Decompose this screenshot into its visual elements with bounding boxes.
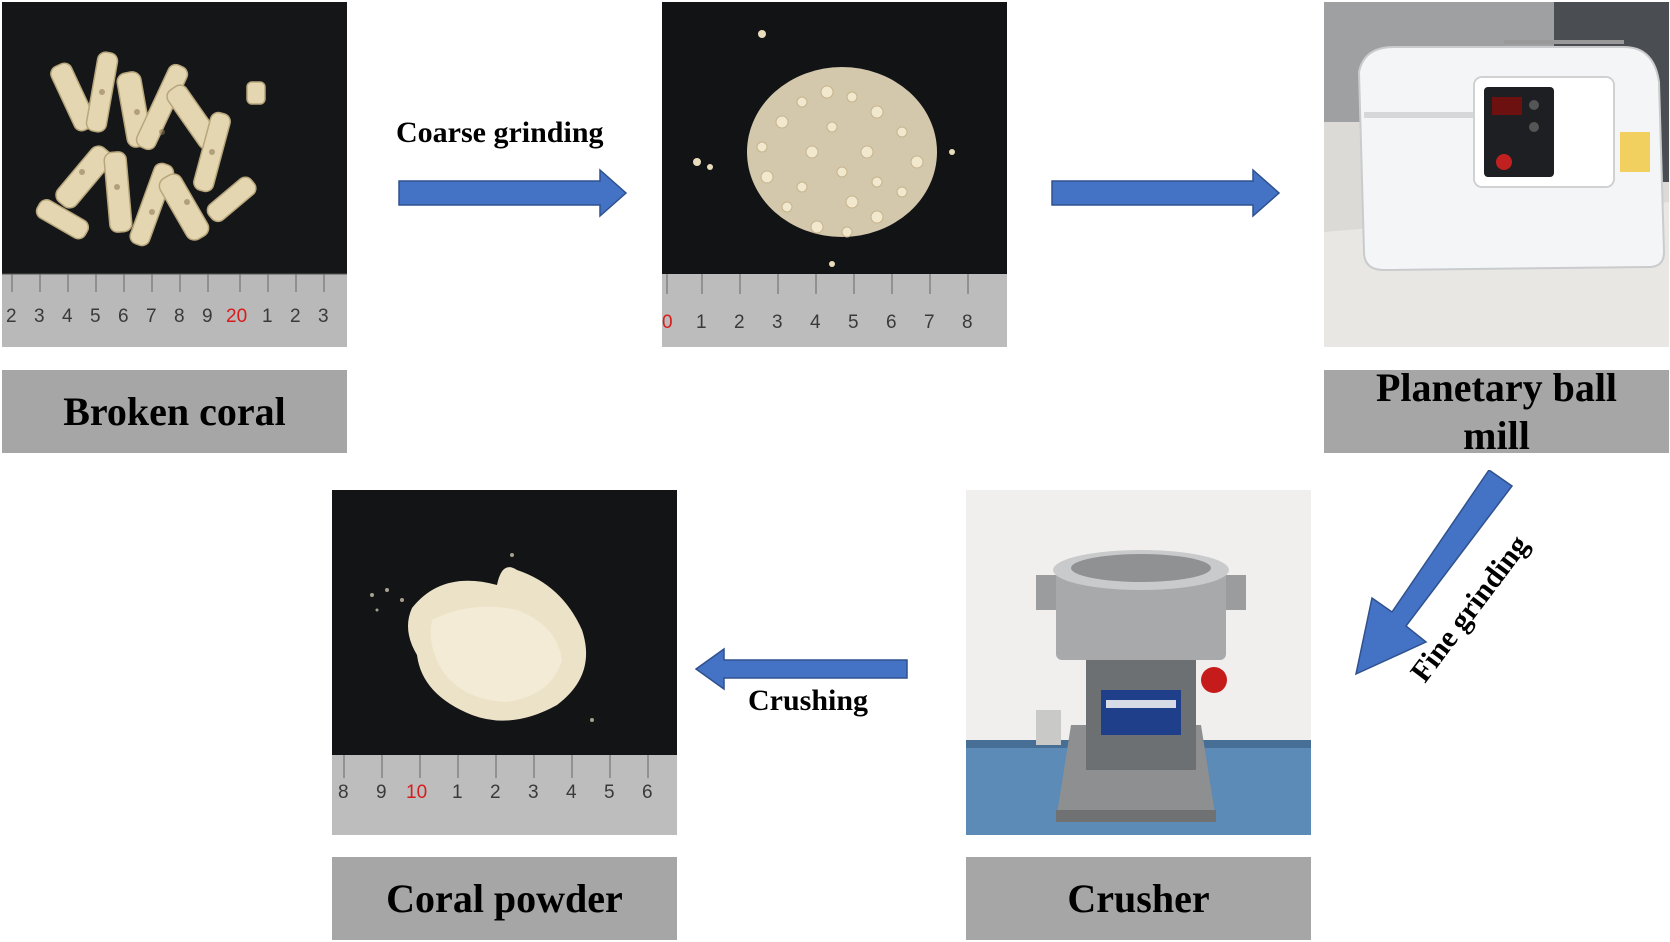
- ruler-number: 3: [528, 782, 539, 803]
- ruler-number: 1: [452, 782, 463, 803]
- broken-coral-label: Broken coral: [2, 370, 347, 453]
- broken-coral-photo: 2 3 4 5 6 7 8 9 20 1 2 3: [2, 2, 347, 347]
- ruler-number: 6: [642, 782, 653, 803]
- arrow-right-1: [398, 168, 628, 218]
- ruler-number: 8: [338, 782, 349, 803]
- ruler-number: 5: [90, 306, 101, 327]
- coarse-grinding-label: Coarse grinding: [396, 116, 604, 149]
- ruler-number: 2: [734, 312, 745, 333]
- ruler-number: 3: [318, 306, 329, 327]
- ruler-number: 1: [262, 306, 273, 327]
- ruler-number: 7: [146, 306, 157, 327]
- crusher-label-text: Crusher: [1067, 875, 1210, 921]
- ruler-number: 4: [810, 312, 821, 333]
- ruler-number: 20: [226, 306, 247, 327]
- arrow-left: [694, 647, 908, 691]
- ruler-number: 2: [490, 782, 501, 803]
- crushing-label: Crushing: [748, 684, 869, 717]
- ruler-number: 2: [6, 306, 17, 327]
- ruler-number: 5: [848, 312, 859, 333]
- coarse-ground-coral-photo: 0 1 2 3 4 5 6 7 8: [662, 2, 1007, 347]
- crusher-image: [966, 490, 1311, 835]
- ruler-number: 1: [696, 312, 707, 333]
- arrow-right-2: [1051, 168, 1281, 218]
- coral-powder-label: Coral powder: [332, 857, 677, 940]
- planetary-ball-mill-label-line2: mill: [1463, 412, 1530, 458]
- crusher-photo: [966, 490, 1311, 835]
- planetary-ball-mill-label-line1: Planetary ball: [1375, 364, 1618, 410]
- ruler-number: 3: [772, 312, 783, 333]
- planetary-ball-mill-photo: [1324, 2, 1669, 347]
- crusher-label: Crusher: [966, 857, 1311, 940]
- planetary-ball-mill-image: [1324, 2, 1669, 347]
- arrow-down-left: [1354, 470, 1514, 676]
- ruler-number: 4: [62, 306, 73, 327]
- ruler-number: 0: [662, 312, 673, 333]
- ruler-number: 8: [174, 306, 185, 327]
- ruler-number: 6: [886, 312, 897, 333]
- ruler-number: 8: [962, 312, 973, 333]
- ruler-number: 3: [34, 306, 45, 327]
- ruler-number: 10: [406, 782, 427, 803]
- ruler-number: 9: [202, 306, 213, 327]
- ruler-number: 5: [604, 782, 615, 803]
- broken-coral-label-text: Broken coral: [63, 388, 286, 434]
- coral-powder-image: 8 9 10 1 2 3 4 5 6: [332, 490, 677, 835]
- ruler-number: 7: [924, 312, 935, 333]
- ruler-number: 2: [290, 306, 301, 327]
- ruler-number: 4: [566, 782, 577, 803]
- coral-powder-label-text: Coral powder: [386, 875, 623, 921]
- planetary-ball-mill-label: Planetary ball mill: [1324, 365, 1669, 458]
- broken-coral-image: 2 3 4 5 6 7 8 9 20 1 2 3: [2, 2, 347, 347]
- coarse-ground-coral-image: 0 1 2 3 4 5 6 7 8: [662, 2, 1007, 347]
- ruler-number: 9: [376, 782, 387, 803]
- coral-powder-photo: 8 9 10 1 2 3 4 5 6: [332, 490, 677, 835]
- ruler-number: 6: [118, 306, 129, 327]
